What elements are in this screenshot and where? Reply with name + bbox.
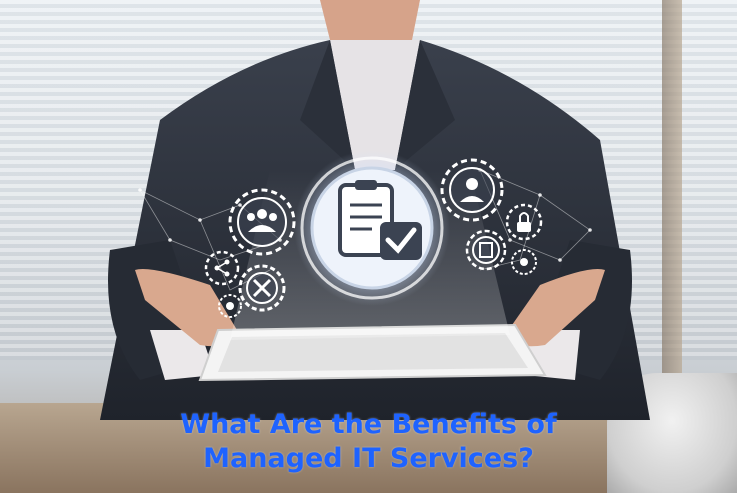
gear-right-icon bbox=[511, 249, 537, 275]
users-icon bbox=[228, 188, 296, 256]
user-icon bbox=[440, 158, 504, 222]
share-icon bbox=[204, 250, 240, 286]
headline: What Are the Benefits of Managed IT Serv… bbox=[0, 408, 737, 476]
hands bbox=[135, 269, 605, 347]
headline-line-2: Managed IT Services? bbox=[203, 443, 534, 474]
clipboard-check-icon bbox=[338, 180, 422, 260]
window-frame bbox=[662, 0, 682, 420]
document-icon bbox=[465, 229, 507, 271]
lock-icon bbox=[505, 203, 543, 241]
gear-icon bbox=[300, 156, 444, 300]
wrench-screwdriver-icon bbox=[238, 264, 286, 312]
headline-line-1: What Are the Benefits of bbox=[180, 409, 557, 440]
gear-small-icon bbox=[218, 294, 242, 318]
